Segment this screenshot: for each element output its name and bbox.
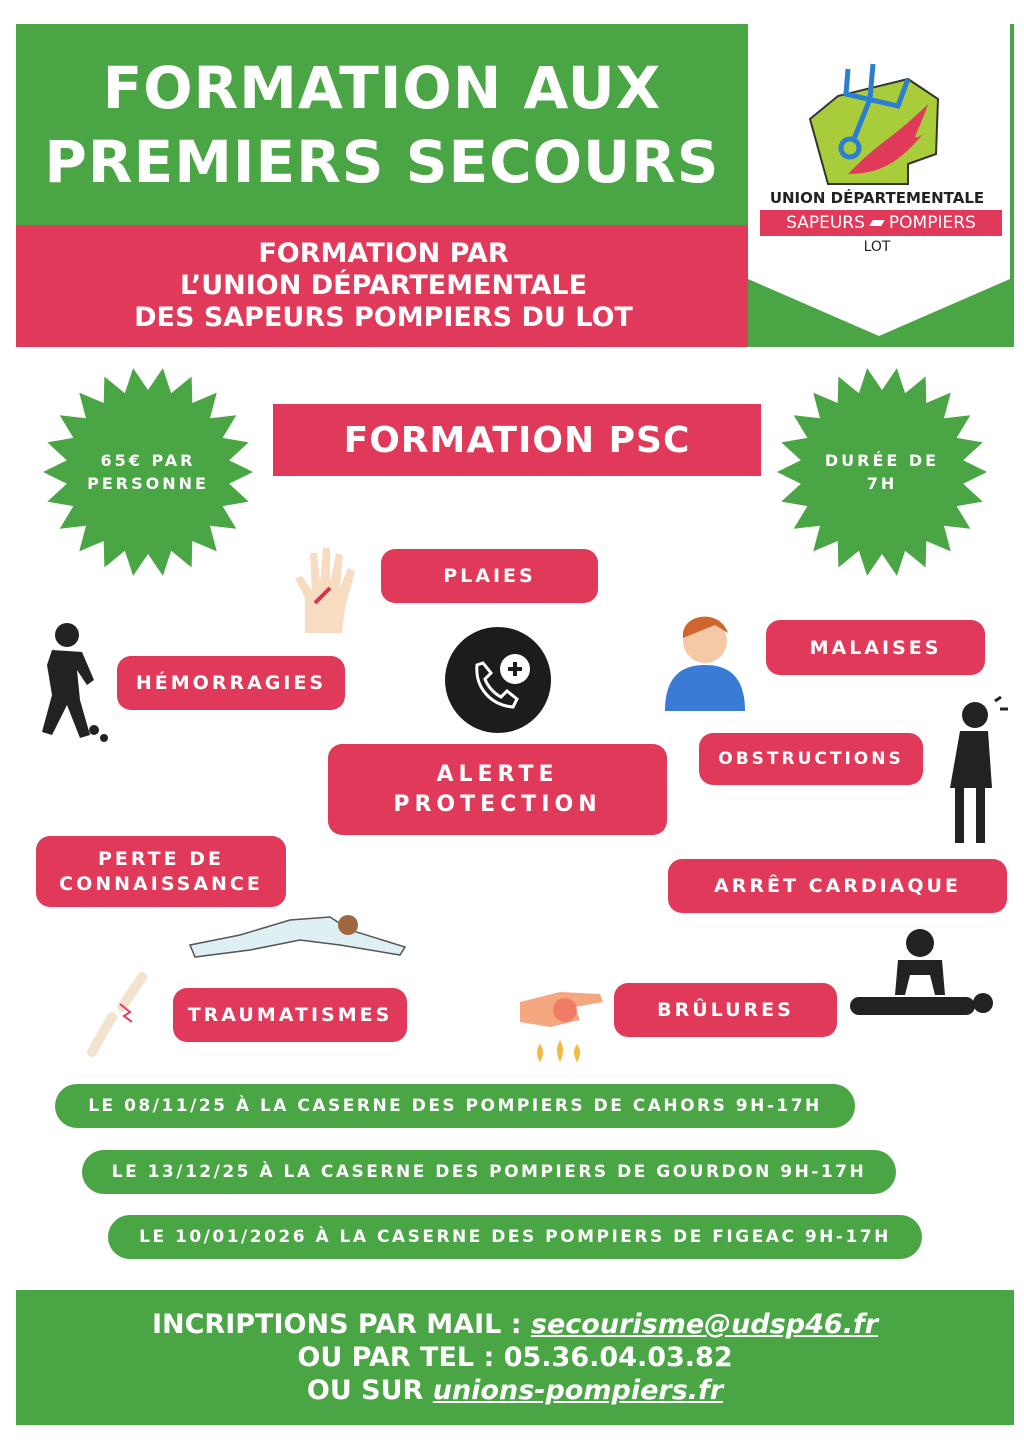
- topic-text: CONNAISSANCE: [59, 872, 263, 895]
- logo-emblem-icon: [748, 63, 1010, 347]
- price-badge: 65€ PAR PERSONNE: [43, 367, 253, 577]
- topic-text: PERTE DE: [98, 847, 224, 870]
- logo-text: POMPIERS: [888, 213, 976, 233]
- broken-bone-icon: [87, 972, 147, 1057]
- topic-alerte-protection: ALERTE PROTECTION: [328, 744, 667, 835]
- session-date: LE 10/01/2026 À LA CASERNE DES POMPIERS …: [108, 1215, 922, 1259]
- topic-arret-cardiaque: ARRÊT CARDIAQUE: [668, 859, 1007, 913]
- organizer-band: FORMATION PAR L’UNION DÉPARTEMENTALE DES…: [16, 225, 765, 347]
- topic-obstructions: OBSTRUCTIONS: [699, 733, 923, 785]
- wounded-hand-icon: [295, 548, 355, 633]
- price-text: 65€ PAR: [100, 451, 196, 470]
- bleeding-person-icon: [42, 623, 108, 742]
- price-text: PERSONNE: [87, 474, 209, 493]
- phone-number[interactable]: 05.36.04.03.82: [503, 1342, 733, 1373]
- email-link[interactable]: secourisme@udsp46.fr: [530, 1309, 879, 1340]
- topic-malaises: MALAISES: [766, 620, 985, 675]
- udsp-logo: UNION DÉPARTEMENTALE SAPEURS POMPIERS LOT: [748, 24, 1014, 347]
- organizer-line: DES SAPEURS POMPIERS DU LOT: [134, 302, 633, 333]
- registration-footer: INCRIPTIONS PAR MAIL : secourisme@udsp46…: [16, 1290, 1014, 1425]
- course-title: FORMATION PSC: [273, 404, 761, 476]
- title-line: PREMIERS SECOURS: [44, 127, 720, 196]
- duration-badge: DURÉE DE 7H: [777, 367, 987, 577]
- logo-text: LOT: [863, 239, 891, 255]
- sick-person-icon: [665, 616, 745, 711]
- cpr-icon: [850, 929, 993, 1015]
- topic-text: ALERTE: [436, 761, 559, 787]
- topic-traumatismes: TRAUMATISMES: [173, 988, 407, 1042]
- phone-emergency-icon: [445, 627, 551, 733]
- unconscious-person-icon: [188, 915, 407, 958]
- burned-hand-icon: [520, 992, 603, 1062]
- website-link[interactable]: unions-pompiers.fr: [432, 1375, 724, 1406]
- choking-person-icon: [950, 695, 1008, 843]
- duration-text: 7H: [866, 474, 898, 493]
- topic-brulures: BRÛLURES: [614, 983, 837, 1037]
- logo-text: UNION DÉPARTEMENTALE: [769, 189, 985, 207]
- logo-banner: SAPEURS POMPIERS: [760, 210, 1002, 236]
- page-title: FORMATION AUX PREMIERS SECOURS: [16, 24, 748, 225]
- starburst-icon: [43, 368, 253, 576]
- session-date: LE 13/12/25 À LA CASERNE DES POMPIERS DE…: [82, 1150, 896, 1194]
- tel-label: OU PAR TEL :: [297, 1342, 504, 1373]
- topic-hemorragies: HÉMORRAGIES: [117, 656, 345, 710]
- logo-text: SAPEURS: [786, 213, 865, 233]
- title-line: FORMATION AUX: [102, 53, 662, 122]
- web-label: OU SUR: [306, 1375, 433, 1406]
- session-date: LE 08/11/25 À LA CASERNE DES POMPIERS DE…: [55, 1084, 855, 1128]
- duration-text: DURÉE DE: [824, 451, 940, 470]
- topic-plaies: PLAIES: [381, 549, 598, 603]
- organizer-line: FORMATION PAR: [258, 238, 509, 269]
- topic-text: PROTECTION: [393, 791, 602, 817]
- organizer-line: L’UNION DÉPARTEMENTALE: [179, 270, 588, 301]
- mail-label: INCRIPTIONS PAR MAIL :: [151, 1309, 531, 1340]
- starburst-icon: [777, 368, 987, 576]
